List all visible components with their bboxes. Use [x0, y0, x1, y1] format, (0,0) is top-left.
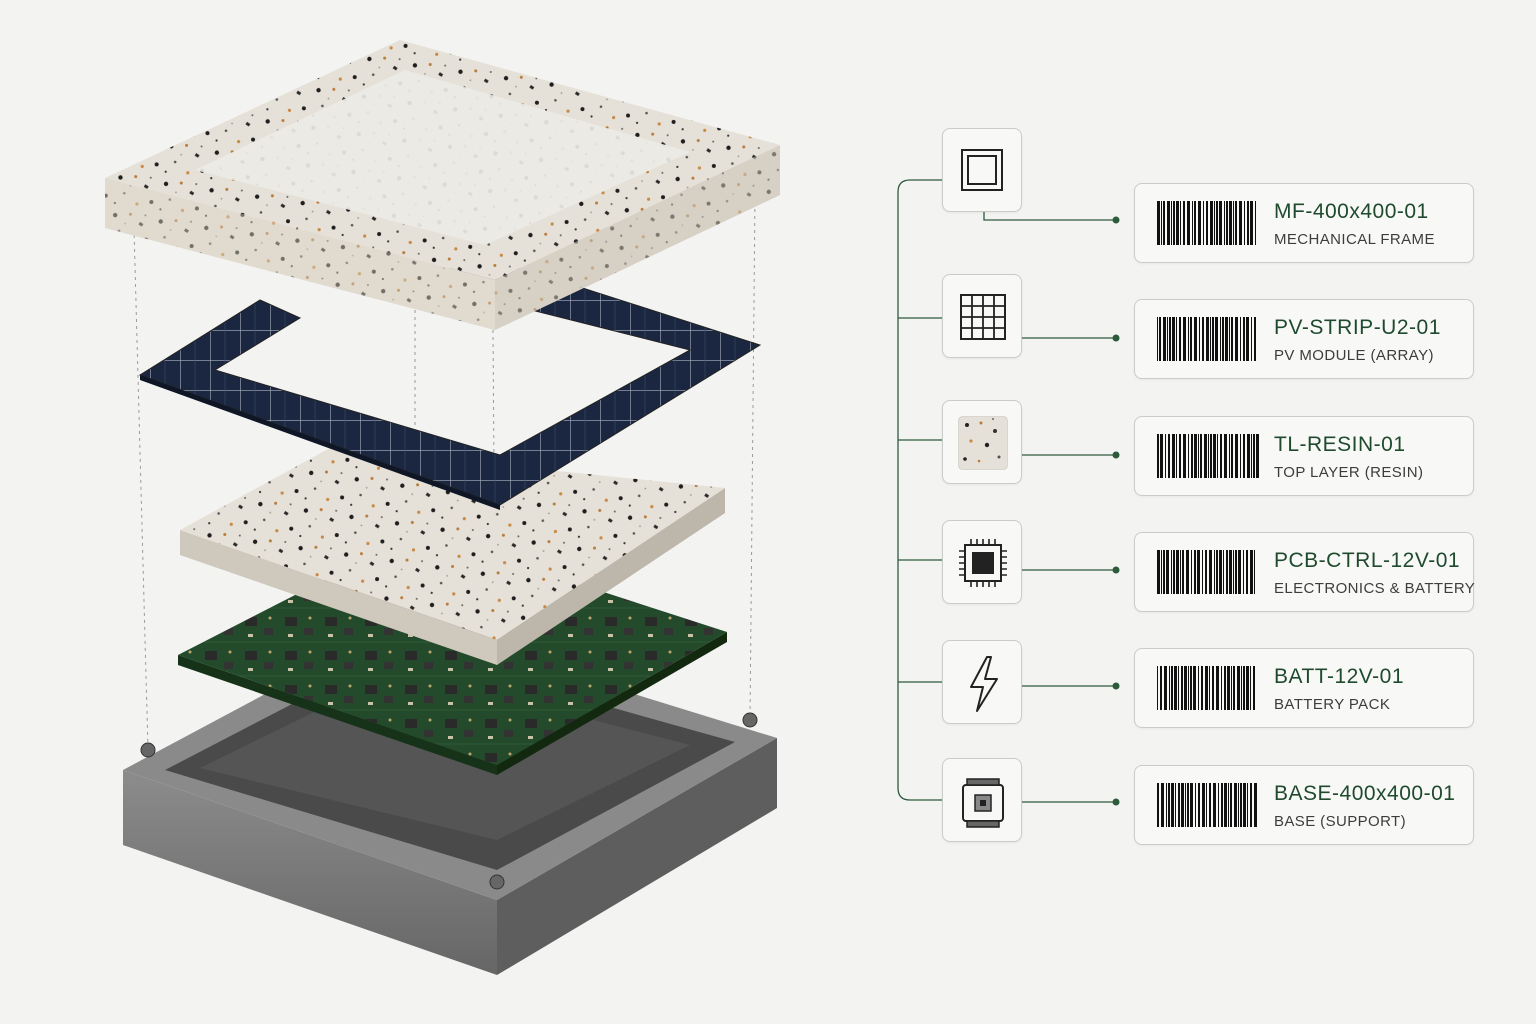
barcode-icon — [1157, 434, 1259, 478]
part-code: PCB-CTRL-12V-01 — [1274, 549, 1461, 572]
base-bracket-icon — [962, 778, 1004, 828]
barcode-icon — [1157, 783, 1257, 827]
component-label-card: PV-STRIP-U2-01 PV MODULE (ARRAY) — [1134, 299, 1474, 379]
part-description: PV MODULE (ARRAY) — [1274, 347, 1434, 364]
frame-icon — [961, 149, 1003, 191]
part-code: BATT-12V-01 — [1274, 665, 1405, 688]
part-code: BASE-400x400-01 — [1274, 782, 1456, 805]
component-label-card: MF-400x400-01 MECHANICAL FRAME — [1134, 183, 1474, 263]
grid-icon — [960, 294, 1006, 340]
component-icon-box — [942, 400, 1022, 484]
component-label-card: TL-RESIN-01 TOP LAYER (RESIN) — [1134, 416, 1474, 496]
mechanical-frame — [105, 40, 780, 330]
part-description: MECHANICAL FRAME — [1274, 231, 1435, 248]
component-label-card: BATT-12V-01 BATTERY PACK — [1134, 648, 1474, 728]
component-icon-box — [942, 520, 1022, 604]
part-description: TOP LAYER (RESIN) — [1274, 464, 1424, 481]
resin-layer — [180, 448, 725, 665]
connector-tree — [897, 179, 1116, 803]
component-icon-box — [942, 128, 1022, 212]
barcode-icon — [1157, 666, 1255, 710]
barcode-icon — [1157, 201, 1256, 245]
part-code: PV-STRIP-U2-01 — [1274, 316, 1441, 339]
part-description: BASE (SUPPORT) — [1274, 813, 1407, 830]
part-description: BATTERY PACK — [1274, 696, 1391, 713]
component-label-card: PCB-CTRL-12V-01 ELECTRONICS & BATTERY — [1134, 532, 1476, 612]
barcode-icon — [1157, 550, 1255, 594]
connector-dots — [1112, 216, 1120, 806]
component-icon-box — [942, 640, 1022, 724]
lightning-icon — [970, 656, 998, 712]
chip-icon — [959, 539, 1007, 587]
barcode-icon — [1157, 317, 1256, 361]
component-icon-box — [942, 274, 1022, 358]
part-code: TL-RESIN-01 — [1274, 433, 1406, 456]
part-description: ELECTRONICS & BATTERY — [1274, 580, 1476, 597]
resin-swatch-icon — [958, 416, 1008, 470]
part-code: MF-400x400-01 — [1274, 200, 1429, 223]
component-icon-box — [942, 758, 1022, 842]
component-label-card: BASE-400x400-01 BASE (SUPPORT) — [1134, 765, 1474, 845]
pv-array — [138, 254, 762, 510]
